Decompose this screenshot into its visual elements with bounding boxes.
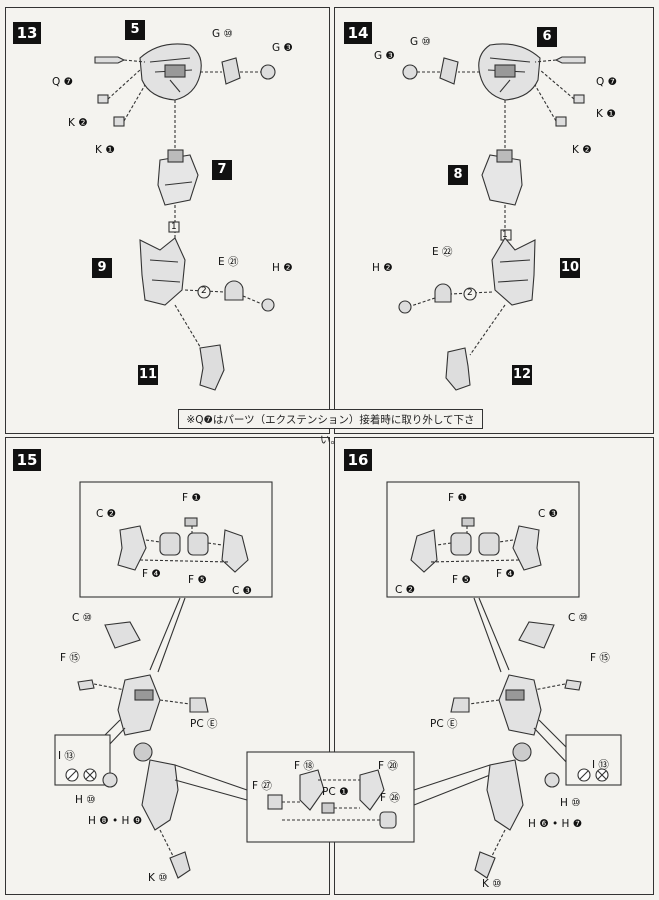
label-k1: K ❶ (596, 108, 616, 120)
label-e22: E ㉒ (432, 246, 453, 258)
label-h6-h7: H ❻ • H ❼ (528, 818, 583, 830)
label-g3: G ❸ (374, 50, 395, 62)
step-number-14: 14 (344, 22, 372, 44)
label-h10: H ⑩ (75, 794, 96, 806)
label-c2: C ❷ (96, 508, 117, 520)
label-i13: I ⑬ (58, 750, 75, 762)
part-number-11: 11 (138, 365, 158, 385)
label-f27: F ㉗ (252, 780, 272, 792)
foot-part-icon-11 (199, 344, 225, 391)
label-k2: K ❷ (68, 117, 88, 129)
label-e21: E ㉑ (218, 256, 239, 268)
hip-part-icon-16 (498, 674, 542, 736)
hip-part-icon-15 (117, 674, 161, 736)
part-number-9: 9 (92, 258, 112, 278)
head-part-icon-14 (478, 43, 541, 101)
label-i13: I ⑬ (592, 759, 609, 771)
label-h8-h9: H ❽ • H ❾ (88, 815, 143, 827)
arm-part-icon-8 (481, 149, 523, 206)
shield-part-icon (104, 621, 141, 649)
label-f4: F ❹ (496, 568, 515, 580)
label-f15: F ⑮ (590, 652, 610, 664)
panel-13 (5, 7, 330, 434)
assembly-note: ※Q❼はパーツ（エクステンション）接着時に取り外して下さい。 (178, 409, 483, 446)
pin-icon (94, 56, 126, 64)
label-c10: C ⑩ (568, 612, 589, 624)
label-c2: C ❷ (395, 584, 416, 596)
label-f1: F ❶ (448, 492, 467, 504)
panel-15 (5, 437, 330, 895)
callout-2: 2 (201, 286, 207, 296)
label-q7: Q ❼ (596, 76, 618, 88)
label-f26: F ㉖ (380, 792, 400, 804)
part-number-10: 10 (560, 258, 580, 278)
label-h10: H ⑩ (560, 797, 581, 809)
step-number-15: 15 (13, 449, 41, 471)
leg-part-icon-10 (491, 237, 536, 306)
label-g3: G ❸ (272, 42, 293, 54)
label-f15: F ⑮ (60, 652, 80, 664)
label-h2: H ❷ (372, 262, 393, 274)
part-number-8: 8 (448, 165, 468, 185)
label-h2: H ❷ (272, 262, 293, 274)
leg-part-icon-9 (139, 237, 186, 306)
detail-parts-16a (410, 517, 542, 573)
label-k10: K ⑩ (148, 872, 168, 884)
knee-part-icon-16 (486, 759, 524, 831)
foot-part-icon-12 (445, 347, 471, 391)
label-g10: G ⑩ (212, 28, 233, 40)
detail-parts-15a (117, 517, 249, 573)
label-c3: C ❸ (538, 508, 559, 520)
label-g10: G ⑩ (410, 36, 431, 48)
label-f18: F ⑱ (294, 760, 314, 772)
label-c3: C ❸ (232, 585, 253, 597)
panel-14 (334, 7, 654, 434)
label-c10: C ⑩ (72, 612, 93, 624)
label-f20: F ⑳ (378, 760, 398, 772)
arm-part-icon-7 (157, 149, 199, 206)
label-k2: K ❷ (572, 144, 592, 156)
head-part-icon-13 (139, 43, 202, 101)
part-number-12: 12 (512, 365, 532, 385)
label-f5: F ❺ (188, 574, 207, 586)
callout-1: 1 (502, 230, 508, 240)
label-pc1: PC ❶ (322, 786, 349, 798)
part-number-7: 7 (212, 160, 232, 180)
label-pce: PC Ⓔ (190, 718, 218, 730)
panel-16 (334, 437, 654, 895)
part-number-5: 5 (125, 20, 145, 40)
label-q7: Q ❼ (52, 76, 74, 88)
callout-1: 1 (171, 222, 177, 232)
label-f4: F ❹ (142, 568, 161, 580)
callout-2: 2 (467, 288, 473, 298)
label-k1: K ❶ (95, 144, 115, 156)
knee-part-icon-15 (141, 759, 179, 831)
part-number-6: 6 (537, 27, 557, 47)
label-f1: F ❶ (182, 492, 201, 504)
detail-parts-shared (267, 769, 397, 829)
label-f5: F ❺ (452, 574, 471, 586)
step-number-16: 16 (344, 449, 372, 471)
label-pce: PC Ⓔ (430, 718, 458, 730)
step-number-13: 13 (13, 22, 41, 44)
label-k10: K ⑩ (482, 878, 502, 890)
